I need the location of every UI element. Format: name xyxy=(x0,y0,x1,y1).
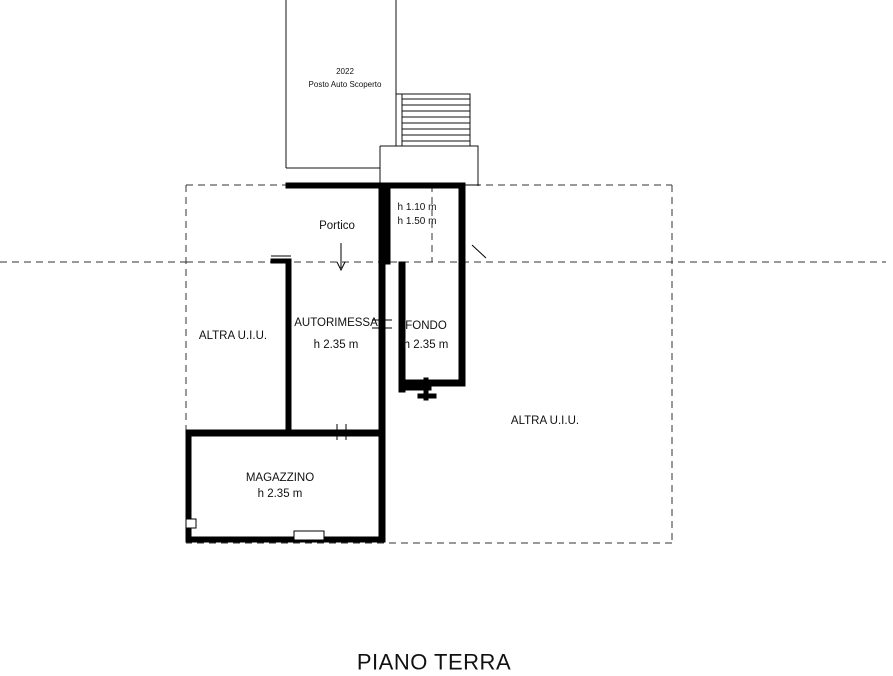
label-fondo-height: h 2.35 m xyxy=(403,338,449,351)
plan-title: PIANO TERRA xyxy=(356,649,512,675)
wall-fondo-door-leaf xyxy=(423,377,429,401)
wall-fondo-left xyxy=(398,261,406,393)
label-altra-uiu-left: ALTRA U.I.U. xyxy=(198,329,268,342)
opening-magazzino-bottom xyxy=(293,530,325,541)
label-magazzino: MAGAZZINO xyxy=(245,471,315,484)
wall-fondo-door-sill xyxy=(404,385,432,391)
wall-autorimessa-left xyxy=(285,261,292,433)
label-magazzino-height: h 2.35 m xyxy=(257,487,303,500)
wall-fondo-bottom xyxy=(398,379,466,387)
wall-autorimessa-right xyxy=(378,187,386,433)
label-height-110: h 1.10 m xyxy=(397,201,437,213)
label-autorimessa: AUTORIMESSA xyxy=(294,316,378,329)
door-details xyxy=(271,182,487,440)
label-portico: Portico xyxy=(319,219,355,232)
label-parking-code: 2022 xyxy=(336,67,354,76)
wall-portico-left-jamb xyxy=(270,258,292,264)
wall-magazzino-bottom xyxy=(185,536,386,543)
label-fondo: FONDO xyxy=(405,319,447,332)
wall-fondo-top xyxy=(384,182,466,189)
label-altra-uiu-right: ALTRA U.I.U. xyxy=(510,414,580,427)
label-autorimessa-height: h 2.35 m xyxy=(313,338,359,351)
wall-fondo-right xyxy=(458,185,466,386)
label-height-150: h 1.50 m xyxy=(397,215,437,227)
wall-fondo-inner-left xyxy=(384,187,391,265)
wall-magazzino-top xyxy=(185,429,386,437)
walls xyxy=(185,182,466,543)
wall-portico-top xyxy=(285,182,385,189)
wall-fondo-door-stop xyxy=(417,393,437,399)
label-parking-name: Posto Auto Scoperto xyxy=(308,80,382,89)
opening-magazzino-left xyxy=(185,518,197,529)
thin-outlines xyxy=(285,0,479,186)
wall-magazzino-right xyxy=(378,429,386,543)
boundary-dashed-lines xyxy=(0,184,886,544)
